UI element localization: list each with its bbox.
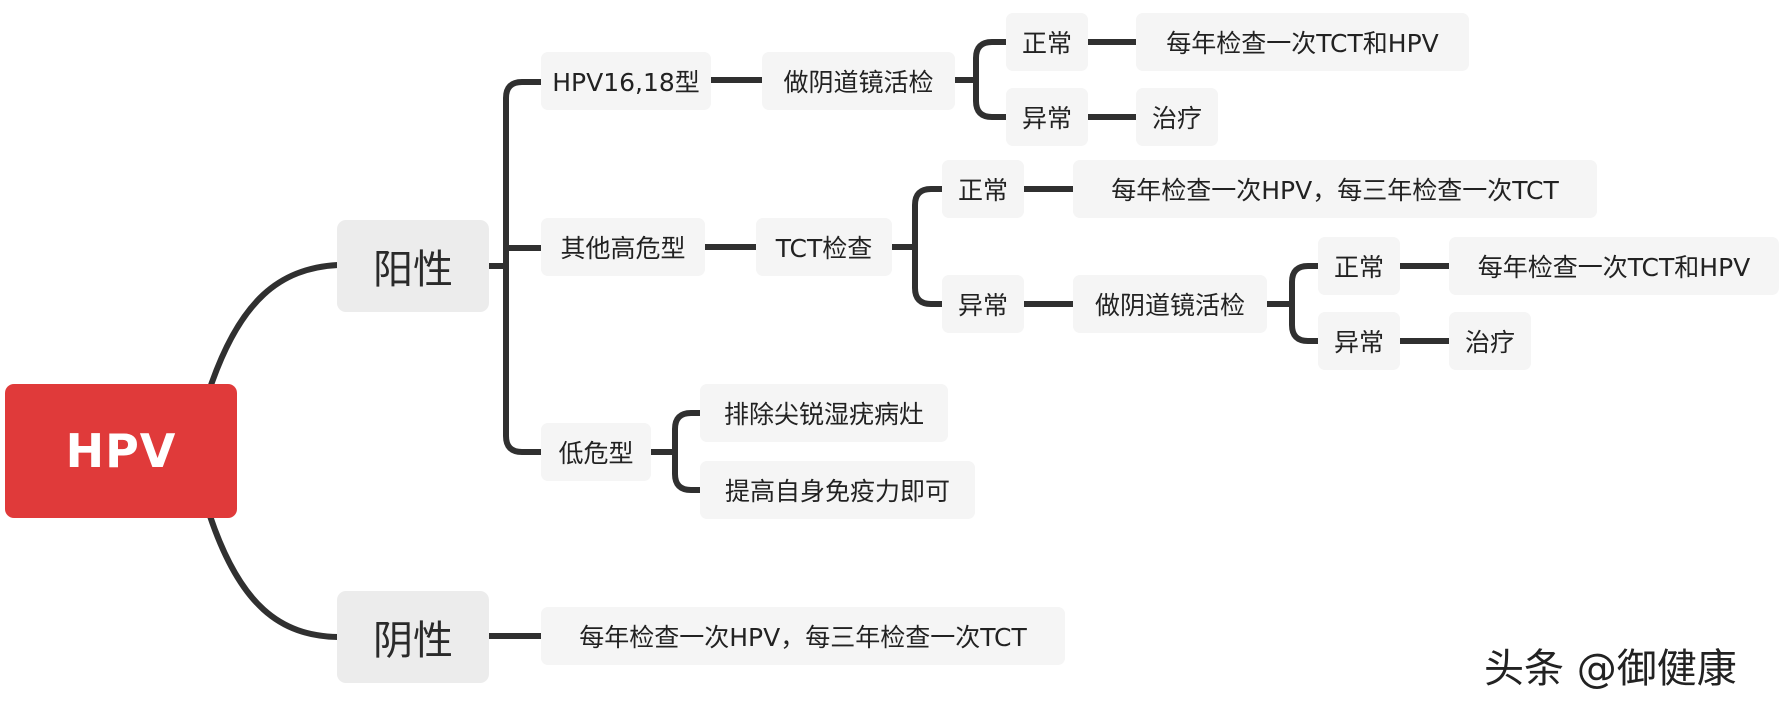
positive-node[interactable]: 阳性	[337, 220, 489, 312]
annual-tct-hpv-node-1[interactable]: 每年检查一次TCT和HPV	[1136, 13, 1469, 71]
negative-node[interactable]: 阴性	[337, 591, 489, 683]
normal-node-2[interactable]: 正常	[942, 160, 1024, 218]
link-positive-bracket	[486, 79, 544, 455]
link-root-positive	[207, 262, 341, 391]
link-low-bracket	[648, 410, 703, 493]
low-risk-node[interactable]: 低危型	[541, 423, 651, 481]
link-root-negative	[207, 513, 341, 640]
colposcopy-node-1[interactable]: 做阴道镜活检	[762, 52, 955, 110]
root-node-hpv[interactable]: HPV	[5, 384, 237, 518]
normal-node-1[interactable]: 正常	[1006, 13, 1088, 71]
link-colpo1-bracket	[952, 39, 1009, 120]
annual-hpv-triennial-tct-node-2[interactable]: 每年检查一次HPV，每三年检查一次TCT	[541, 607, 1065, 665]
watermark: 头条 @御健康	[1484, 646, 1737, 692]
boost-immunity-node[interactable]: 提高自身免疫力即可	[700, 461, 975, 519]
abnormal-node-1[interactable]: 异常	[1006, 88, 1088, 146]
abnormal-node-3[interactable]: 异常	[1318, 312, 1400, 370]
hpv1618-node[interactable]: HPV16,18型	[541, 52, 711, 110]
tct-exam-node[interactable]: TCT检查	[756, 218, 892, 276]
link-tct-bracket	[889, 186, 945, 307]
annual-hpv-triennial-tct-node-1[interactable]: 每年检查一次HPV，每三年检查一次TCT	[1073, 160, 1597, 218]
exclude-warts-node[interactable]: 排除尖锐湿疣病灶	[700, 384, 948, 442]
annual-tct-hpv-node-2[interactable]: 每年检查一次TCT和HPV	[1449, 237, 1779, 295]
treatment-node-2[interactable]: 治疗	[1449, 312, 1531, 370]
other-high-risk-node[interactable]: 其他高危型	[541, 218, 705, 276]
colposcopy-node-2[interactable]: 做阴道镜活检	[1073, 275, 1267, 333]
link-colpo2-bracket	[1264, 263, 1321, 344]
treatment-node-1[interactable]: 治疗	[1136, 88, 1218, 146]
normal-node-3[interactable]: 正常	[1318, 237, 1400, 295]
abnormal-node-2[interactable]: 异常	[942, 275, 1024, 333]
